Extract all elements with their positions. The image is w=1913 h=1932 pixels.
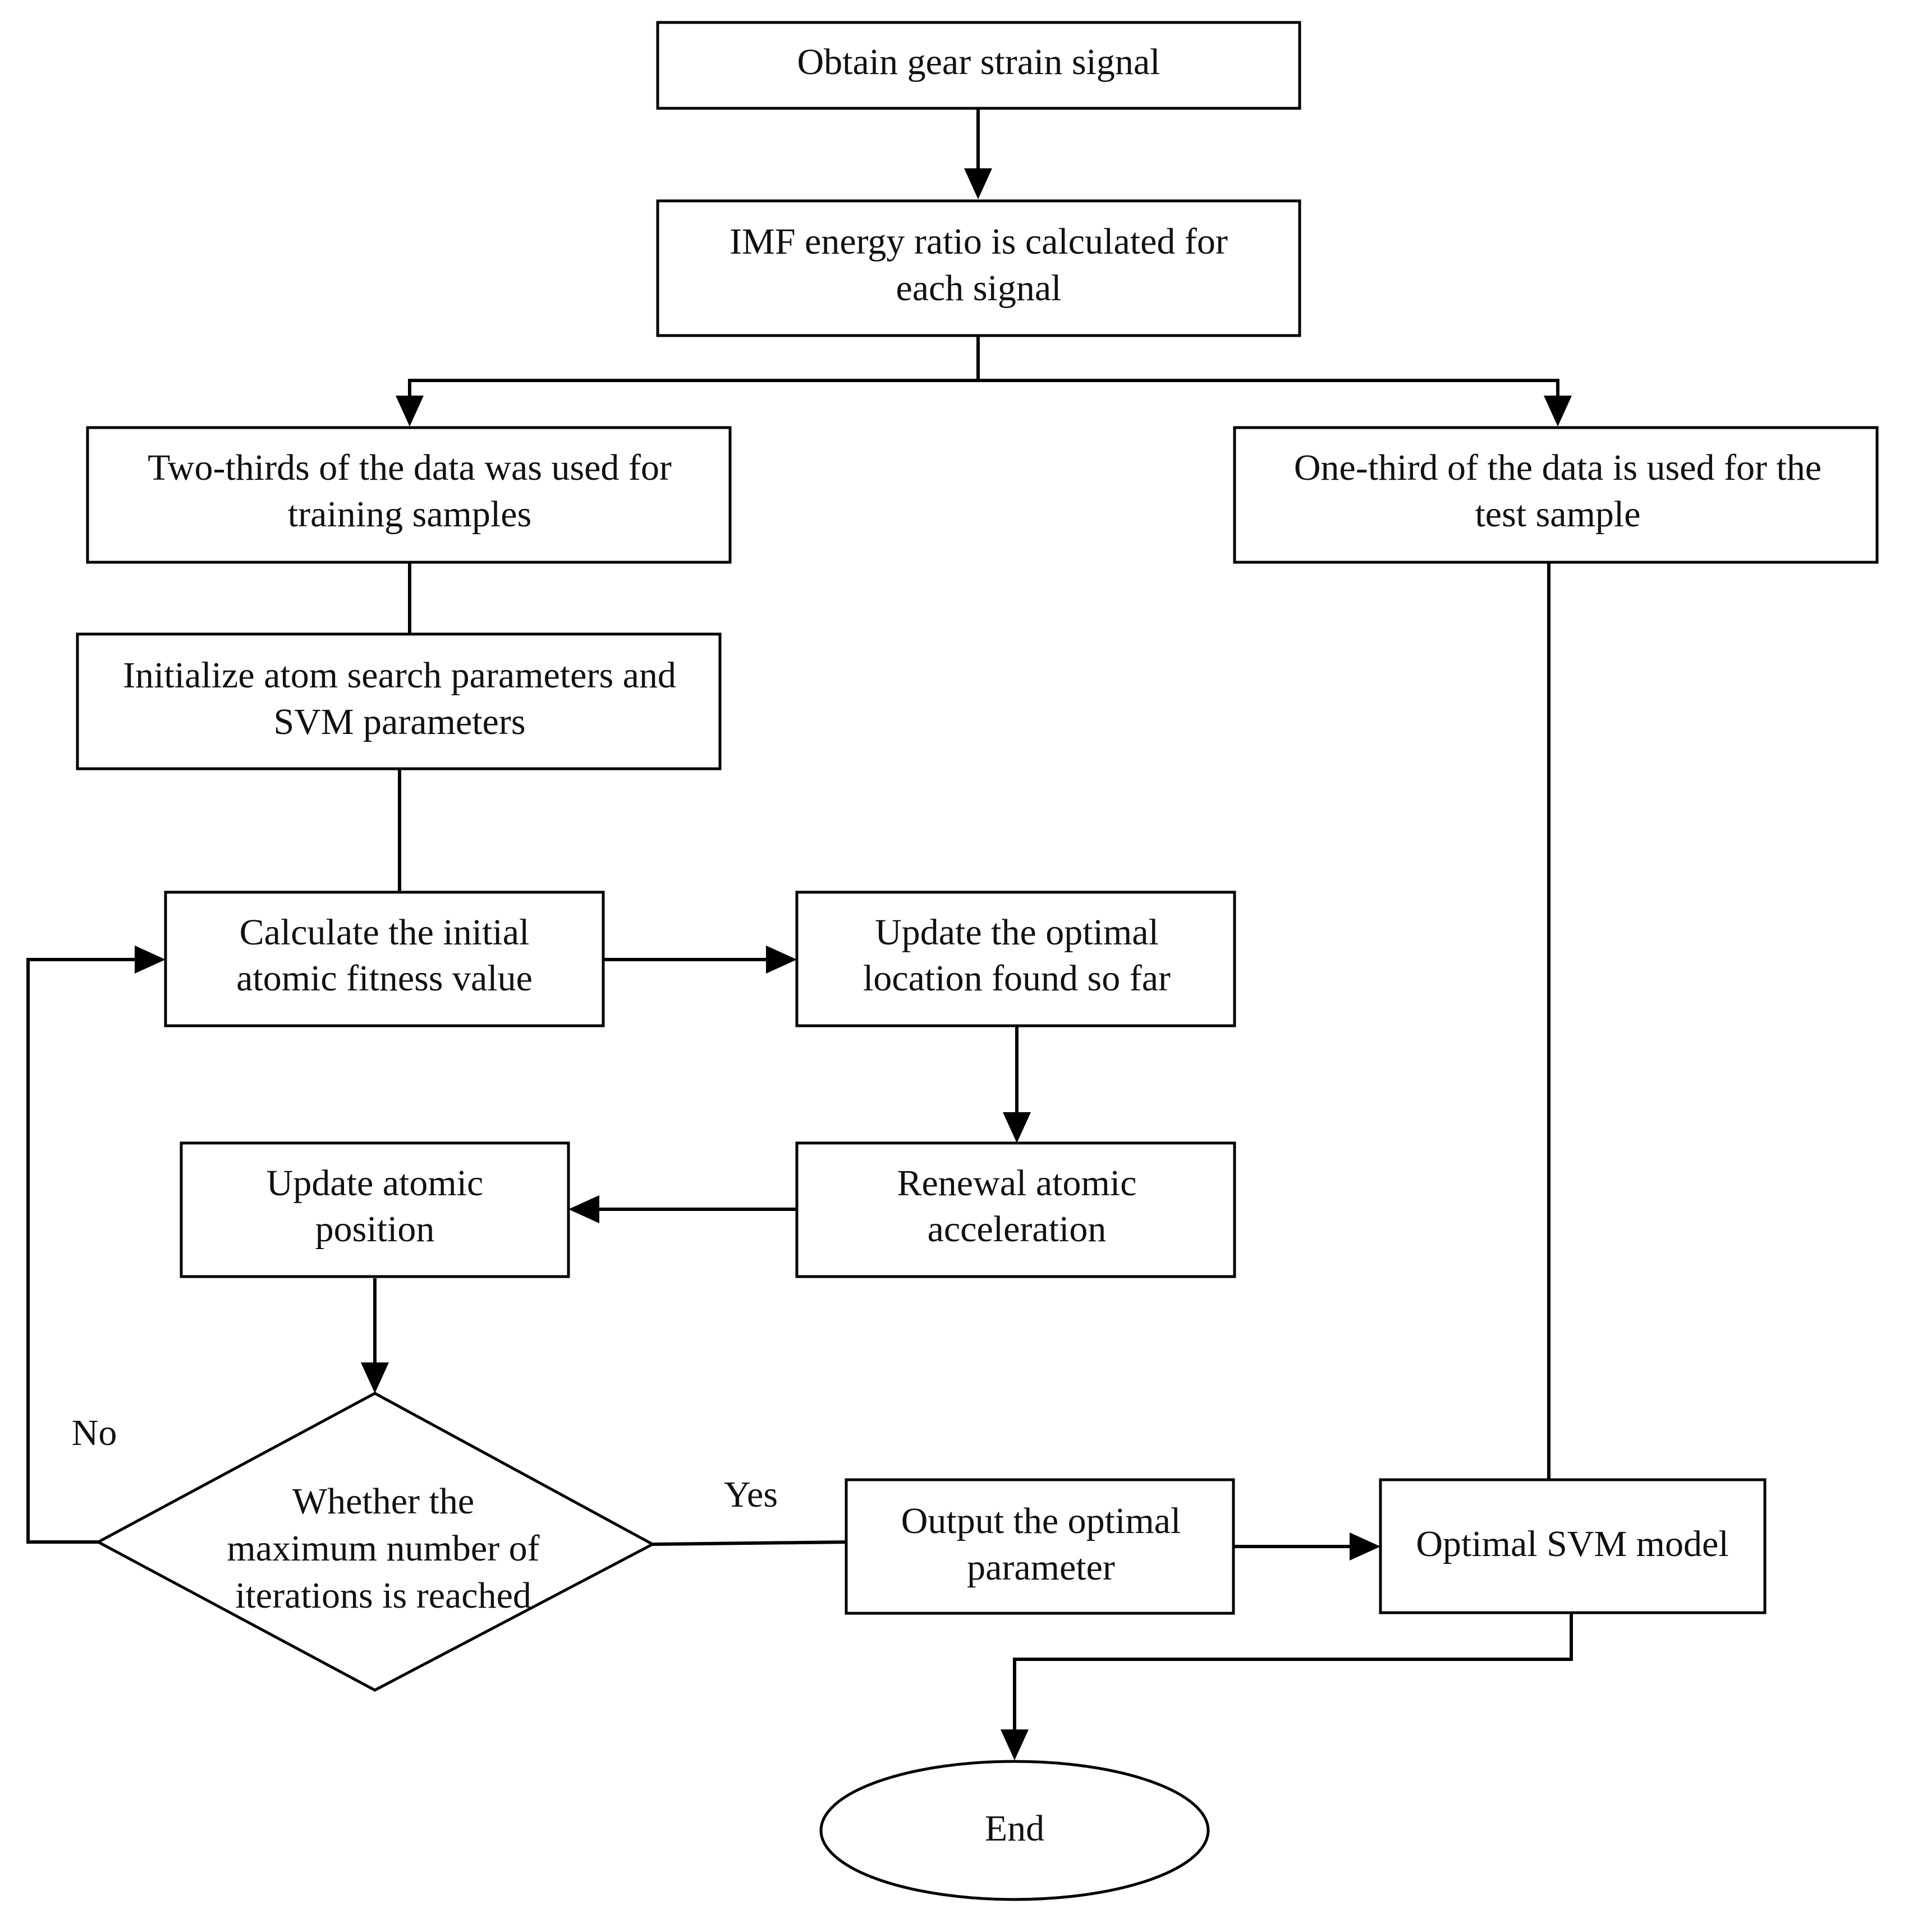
node-optimal-svm-model: Optimal SVM model [1379,1478,1767,1614]
node-renew-acceleration: Renewal atomic acceleration [795,1141,1236,1278]
node-test-split-line-1: One-third of the data is used for the [1294,447,1822,488]
node-training-split: Two-thirds of the data was used for trai… [86,426,732,564]
node-optimal-svm-model-line-1: Optimal SVM model [1416,1523,1728,1564]
node-calc-fitness: Calculate the initial atomic fitness val… [164,891,605,1027]
node-obtain-signal: Obtain gear strain signal [656,21,1301,110]
edge-svm-to-end [1013,1613,1573,1729]
node-obtain-signal-line-1: Obtain gear strain signal [797,42,1160,82]
node-end: End [819,1760,1210,1901]
arrowhead-update-optimal-to-renew [1003,1112,1031,1143]
node-training-split-line-1: Two-thirds of the data was used for [148,447,672,488]
edges [26,108,1573,1760]
edge-label-no: No [72,1412,117,1453]
edge-decision-yes [652,1540,849,1546]
node-decision-line-2: maximum number of [227,1528,539,1569]
node-update-position-line-2: position [315,1209,435,1250]
node-test-split-line-2: test sample [1475,494,1640,535]
arrowhead-svm-to-end [1001,1729,1029,1760]
node-renew-acceleration-line-1: Renewal atomic [897,1163,1136,1204]
node-update-optimal-line-1: Update the optimal [875,912,1159,953]
arrowhead-obtain-to-imf [964,168,992,199]
node-test-split: One-third of the data is used for the te… [1233,426,1879,564]
node-decision-line-1: Whether the [292,1481,474,1522]
node-imf-energy-ratio-line-2: each signal [896,268,1061,309]
edge-imf-to-test [978,379,1559,396]
node-renew-acceleration-line-2: acceleration [928,1209,1107,1250]
node-update-optimal-line-2: location found so far [863,958,1171,999]
node-calc-fitness-line-1: Calculate the initial [240,912,530,953]
node-imf-energy-ratio-line-1: IMF energy ratio is calculated for [730,221,1228,262]
arrowhead-no-loop [135,946,166,974]
node-init-params: Initialize atom search parameters and SV… [76,632,722,770]
node-update-position: Update atomic position [180,1141,570,1278]
arrowhead-to-train [396,396,424,426]
node-calc-fitness-line-2: atomic fitness value [236,958,533,999]
node-training-split-line-2: training samples [288,494,531,535]
node-output-parameter: Output the optimal parameter [845,1478,1235,1615]
node-output-parameter-line-2: parameter [967,1547,1115,1588]
arrowhead-output-to-svm [1350,1532,1380,1561]
arrowhead-renew-to-update-position [568,1195,599,1223]
node-end-label: End [985,1808,1044,1849]
node-init-params-line-1: Initialize atom search parameters and [123,655,676,696]
edge-imf-split-trunk [408,336,980,396]
node-decision: Whether the maximum number of iterations… [95,1392,656,1692]
edge-decision-no-loop [26,958,135,1544]
node-decision-line-3: iterations is reached [235,1575,531,1616]
node-imf-energy-ratio: IMF energy ratio is calculated for each … [656,199,1301,337]
node-update-position-line-1: Update atomic [267,1163,484,1204]
arrowhead-to-test [1544,396,1572,426]
node-init-params-line-2: SVM parameters [273,701,525,742]
edge-label-yes: Yes [724,1474,778,1515]
arrowhead-update-position-to-decision [361,1362,389,1393]
node-update-optimal: Update the optimal location found so far [795,891,1236,1027]
node-output-parameter-line-1: Output the optimal [901,1500,1181,1541]
arrowhead-calc-to-update-optimal [766,946,797,974]
